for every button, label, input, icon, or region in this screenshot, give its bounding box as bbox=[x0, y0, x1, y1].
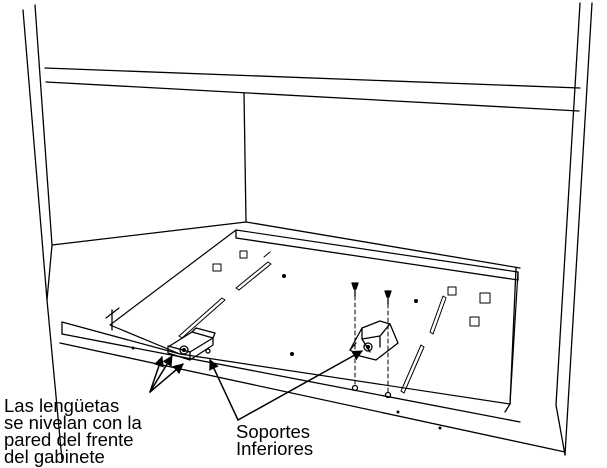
back-wall bbox=[51, 92, 521, 269]
brackets-callout-line-1: Soportes bbox=[236, 421, 311, 442]
tabs-callout-line-4: del gabinete bbox=[4, 446, 105, 467]
tabs-callout-line-2: se nivelan con la bbox=[4, 412, 142, 433]
brackets-callout-line-2: Inferiores bbox=[236, 438, 314, 459]
tabs-arrows bbox=[149, 355, 184, 393]
tabs-flush-callout: Las lengüetas se nivelan con la pared de… bbox=[4, 395, 142, 467]
plate-tabs bbox=[212, 250, 491, 327]
tabs-callout-line-3: pared del frente bbox=[4, 429, 134, 450]
left-side-wall bbox=[22, 4, 63, 461]
brackets-arrows bbox=[209, 350, 363, 421]
plate-slots bbox=[178, 251, 447, 394]
screw-guide-lines bbox=[354, 295, 389, 393]
right-side-wall bbox=[555, 2, 593, 456]
tabs-callout-line-1: Las lengüetas bbox=[4, 395, 120, 416]
top-front-rail bbox=[44, 67, 581, 112]
left-bracket bbox=[167, 327, 216, 361]
plate-holes bbox=[131, 274, 442, 430]
lower-brackets-callout: Soportes Inferiores bbox=[236, 421, 314, 459]
screw-holes bbox=[351, 384, 392, 399]
cabinet-floor bbox=[59, 321, 566, 453]
screws bbox=[351, 282, 392, 305]
